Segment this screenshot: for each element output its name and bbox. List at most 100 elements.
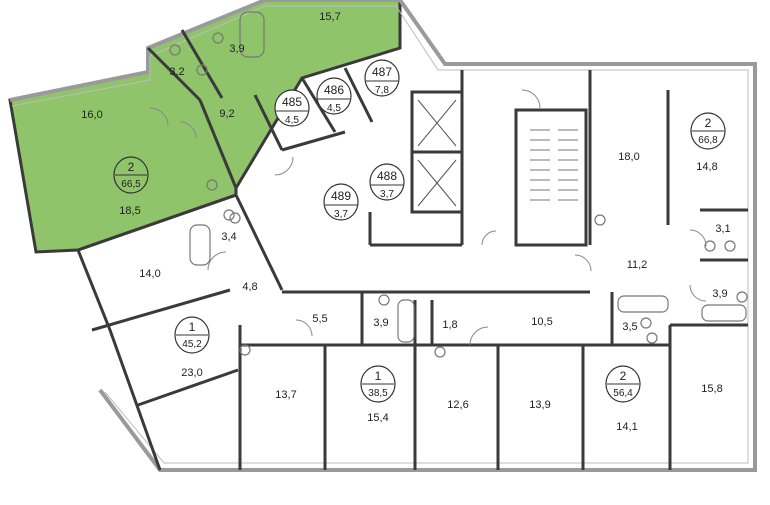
door-swing — [149, 107, 169, 127]
apartment-badge-circle — [360, 365, 396, 403]
toilet — [378, 294, 390, 306]
room-area: 23,0 — [181, 367, 202, 379]
sink — [704, 240, 716, 252]
room-area: 15,4 — [367, 412, 388, 424]
storage-area: 3,7 — [334, 209, 348, 220]
room-area: 12,6 — [447, 399, 468, 411]
storage-badge-circle — [274, 89, 310, 127]
apartment-badge[interactable]: 2 56,4 — [605, 365, 641, 403]
sink — [206, 179, 218, 191]
wall — [77, 193, 237, 252]
sink — [212, 32, 224, 44]
toilet — [434, 346, 446, 358]
apartment-area: 45,2 — [182, 339, 202, 350]
wall — [146, 46, 202, 102]
apartment-badge[interactable]: 1 45,2 — [174, 316, 210, 354]
storage-area: 4,5 — [285, 115, 299, 126]
room-area: 3,9 — [712, 288, 727, 300]
sink — [229, 212, 241, 224]
room-area: 3,2 — [169, 66, 184, 78]
apartment-area: 56,4 — [613, 388, 633, 399]
storage-area: 3,7 — [380, 189, 394, 200]
room-area: 1,8 — [442, 319, 457, 331]
elevator-cross — [417, 99, 457, 147]
room-area: 14,1 — [616, 421, 637, 433]
door-swing — [574, 254, 592, 272]
building-outline — [9, 0, 757, 472]
room-area: 3,1 — [715, 223, 730, 235]
storage-badge[interactable]: 489 3,7 — [323, 183, 359, 221]
room-area: 15,8 — [701, 383, 722, 395]
storage-badge[interactable]: 486 4,5 — [316, 77, 352, 115]
stair-treads — [530, 129, 578, 201]
building-outline-inner — [11, 5, 749, 464]
apartment-badge[interactable]: 2 66,8 — [690, 112, 726, 150]
door-swing — [274, 156, 294, 176]
door-swing — [295, 319, 313, 337]
door-swing — [469, 326, 489, 346]
door-swing — [481, 230, 497, 246]
room-area: 16,0 — [81, 109, 102, 121]
toilet — [223, 209, 235, 221]
stairwell — [514, 108, 588, 247]
room-area: 4,8 — [242, 281, 257, 293]
sink — [646, 332, 658, 344]
door-swing — [521, 89, 541, 109]
storage-badge[interactable]: 485 4,5 — [274, 89, 310, 127]
room-area: 10,5 — [531, 316, 552, 328]
storage-number: 487 — [372, 65, 392, 79]
apartment-badge-circle — [113, 156, 149, 194]
storage-badges: 485 4,5 486 4,5 487 7,8 488 3,7 489 3,7 — [274, 59, 405, 221]
room-area: 15,7 — [319, 11, 340, 23]
storage-number: 486 — [324, 83, 344, 97]
door-swing — [689, 284, 707, 302]
wall — [343, 67, 374, 123]
wall — [180, 29, 224, 99]
elevator-cross — [417, 159, 457, 207]
room-area: 14,0 — [139, 268, 160, 280]
sink — [736, 291, 748, 303]
wall — [300, 77, 337, 133]
storage-area: 4,5 — [327, 103, 341, 114]
room-area: 18,0 — [618, 151, 639, 163]
room-area: 3,4 — [221, 231, 236, 243]
wall — [234, 194, 284, 291]
apartment-badge[interactable]: 1 38,5 — [360, 365, 396, 403]
wall — [253, 94, 284, 151]
room-area: 18,5 — [119, 205, 140, 217]
room-area: 13,7 — [275, 389, 296, 401]
room-area: 3,5 — [622, 321, 637, 333]
apartment-badge[interactable]: 2 66,5 — [113, 156, 149, 194]
storage-badge-circle — [316, 77, 352, 115]
wall — [281, 130, 346, 152]
room-area: 5,5 — [312, 313, 327, 325]
door-swing — [689, 229, 707, 247]
apartment-area: 38,5 — [368, 388, 388, 399]
storage-badge[interactable]: 488 3,7 — [369, 163, 405, 201]
storage-number: 485 — [282, 95, 302, 109]
elevator-shafts — [417, 99, 457, 207]
door-swings — [149, 89, 707, 346]
storage-badge[interactable]: 487 7,8 — [364, 59, 400, 97]
room-area: 9,2 — [219, 108, 234, 120]
apartment-badges: 2 66,5 1 45,2 1 38,5 2 56,4 2 66,8 — [113, 112, 726, 403]
storage-badge-circle — [323, 183, 359, 221]
bathtub — [189, 224, 211, 266]
sink — [196, 64, 208, 76]
storage-number: 489 — [331, 189, 351, 203]
door-swing — [179, 121, 197, 139]
apartment-rooms: 2 — [620, 369, 627, 383]
room-area: 11,2 — [627, 259, 648, 271]
apartment-rooms: 2 — [705, 116, 712, 130]
room-area: 13,9 — [529, 399, 550, 411]
door-swing — [207, 251, 227, 271]
bathtub — [701, 304, 747, 322]
bathtub — [397, 299, 415, 343]
toilet — [724, 240, 736, 252]
apartment-rooms: 1 — [189, 320, 196, 334]
wall — [137, 368, 239, 407]
toilet — [640, 317, 652, 329]
toilet — [239, 344, 251, 356]
